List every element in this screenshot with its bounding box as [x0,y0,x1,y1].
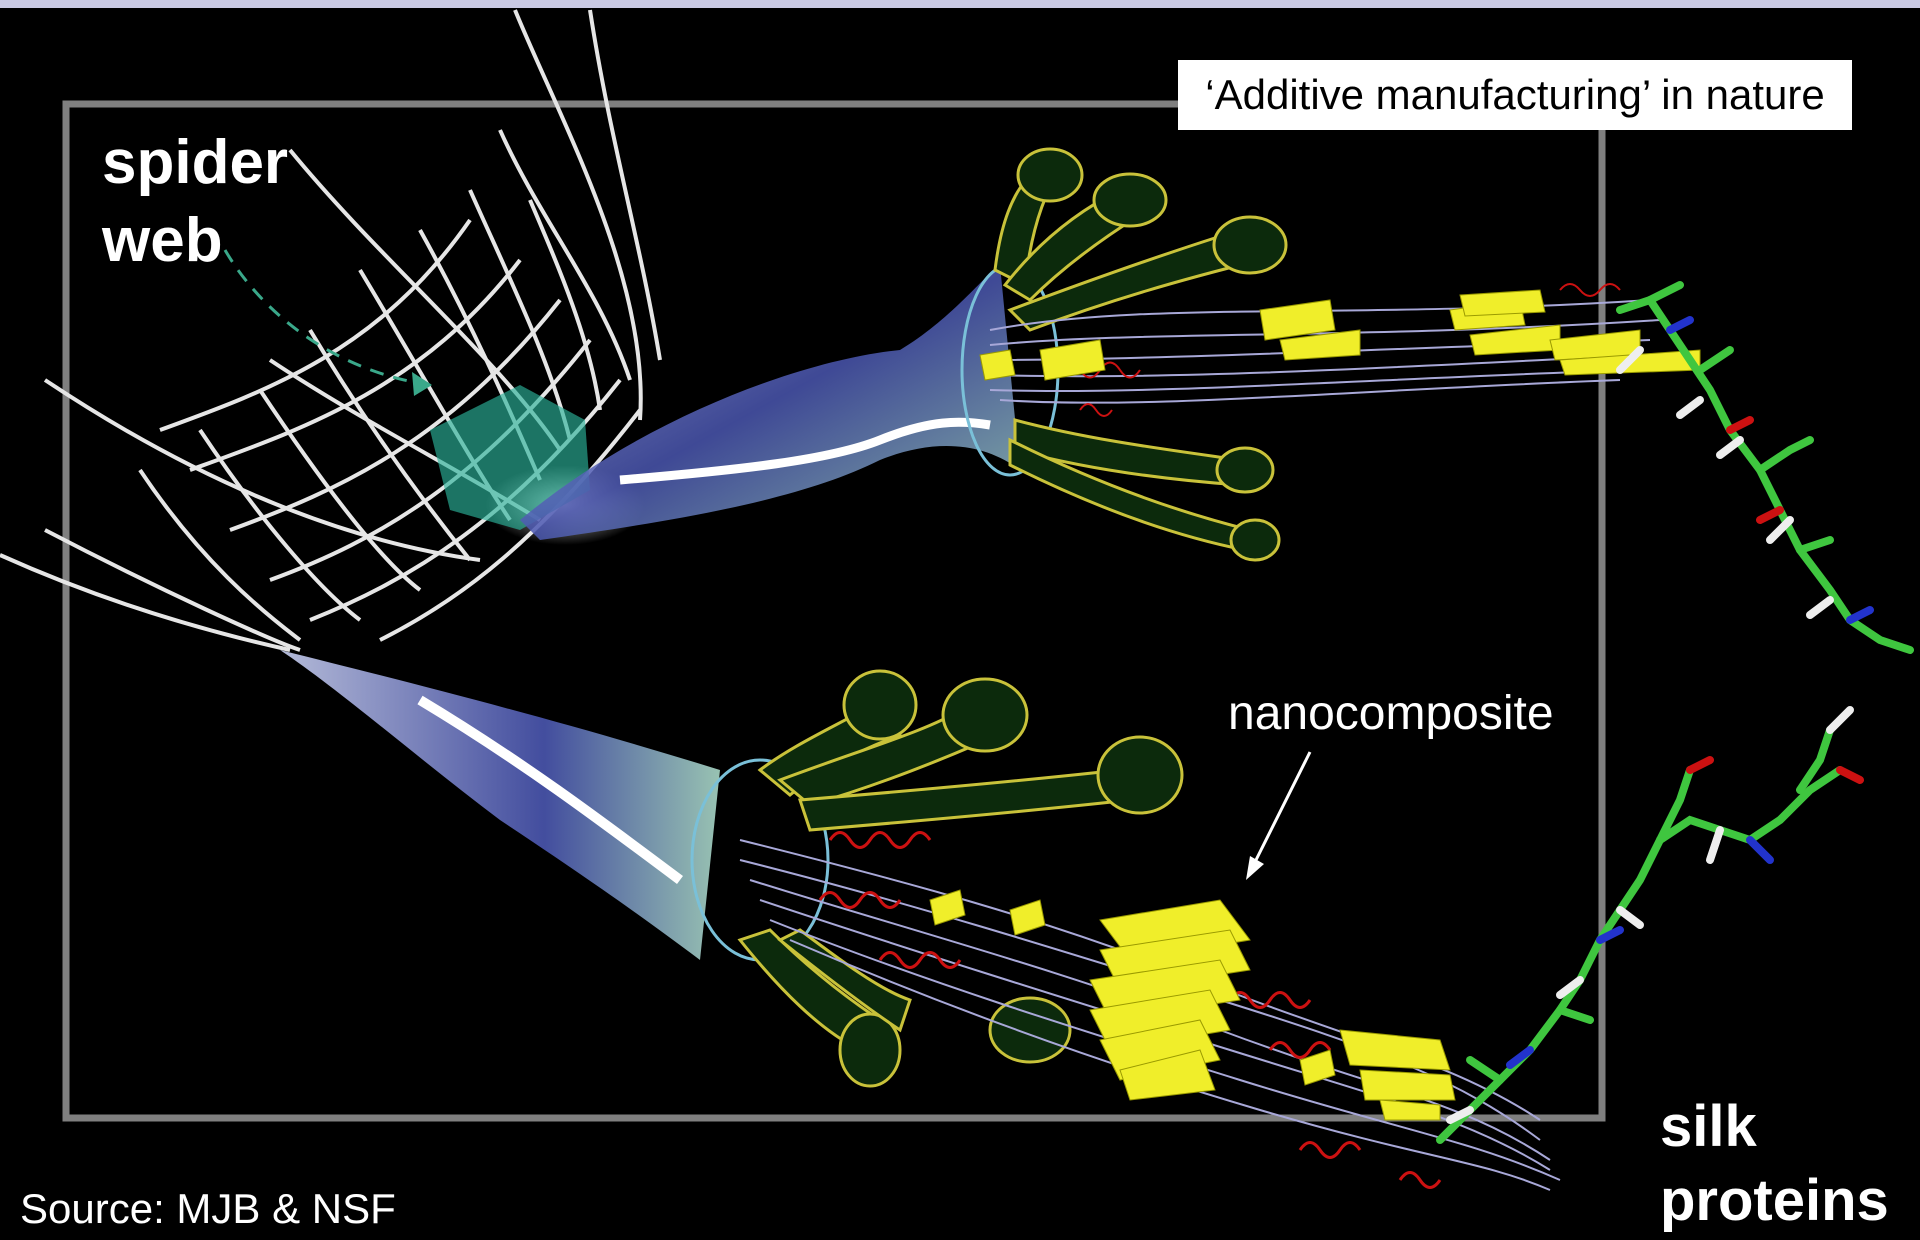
label-silk: silk [1660,1098,1757,1156]
upper-fiber [520,265,1020,540]
label-proteins: proteins [1660,1172,1889,1230]
label-spider: spider [102,132,288,194]
label-web: web [102,210,223,272]
silk-molecule-lower [1440,710,1860,1140]
lower-fiber [280,650,720,960]
silk-molecule-upper [1620,285,1910,650]
title-box: ‘Additive manufacturing’ in nature [1178,60,1852,130]
label-nanocomposite: nanocomposite [1228,686,1554,741]
nanocomposite-arrow [1250,752,1310,872]
source-credit: Source: MJB & NSF [20,1185,396,1233]
nanocomposite-arrow-head [1246,856,1264,880]
